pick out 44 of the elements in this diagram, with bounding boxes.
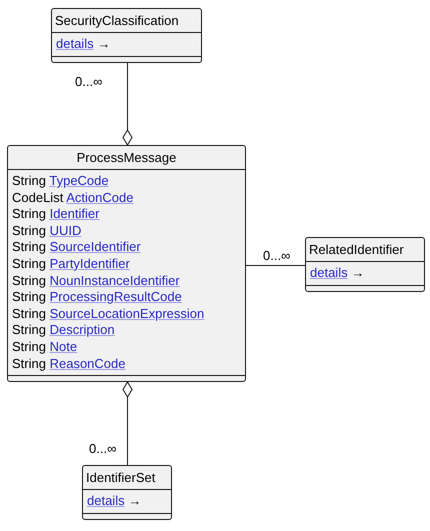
attribute-link: ActionCode bbox=[66, 190, 134, 205]
arrow-glyph: → bbox=[351, 265, 364, 280]
attribute-type: String bbox=[12, 322, 46, 338]
attribute-link: Identifier bbox=[50, 206, 100, 222]
attribute-type: String bbox=[12, 256, 46, 271]
multiplicity-label: 0...∞ bbox=[88, 441, 118, 456]
class-name: SecurityClassification bbox=[55, 13, 179, 28]
details-link: details bbox=[310, 265, 348, 280]
attribute-link: ReasonCode bbox=[50, 356, 126, 371]
attribute-link: UUID bbox=[50, 222, 82, 238]
aggregation-line bbox=[122, 62, 132, 146]
multiplicity-label: 0...∞ bbox=[262, 248, 292, 263]
attribute-type: String bbox=[12, 272, 46, 288]
attribute-link: ProcessingResultCode bbox=[50, 289, 182, 304]
arrow-glyph: → bbox=[128, 493, 142, 508]
aggregation-line bbox=[246, 265, 306, 266]
attribute-link: SourceIdentifier bbox=[50, 239, 141, 254]
attribute-type: String bbox=[12, 289, 46, 304]
aggregation-line bbox=[122, 382, 132, 466]
details-link: details bbox=[56, 36, 94, 51]
attribute-type: String bbox=[12, 356, 46, 371]
class-box bbox=[305, 237, 425, 292]
attribute-link: Note bbox=[50, 338, 78, 354]
class-box bbox=[7, 145, 246, 382]
attribute-link: TypeCode bbox=[49, 173, 109, 188]
attribute-type: String bbox=[12, 173, 46, 188]
class-box bbox=[51, 8, 202, 63]
attribute-type: String bbox=[12, 222, 46, 238]
attribute-type: String bbox=[12, 206, 46, 222]
class-box bbox=[82, 465, 172, 520]
attribute-link: Description bbox=[50, 322, 115, 338]
class-name: IdentifierSet bbox=[86, 470, 156, 485]
attribute-type: String bbox=[12, 338, 46, 354]
class-name: ProcessMessage bbox=[76, 150, 176, 165]
attribute-type: String bbox=[12, 239, 46, 254]
class-name: RelatedIdentifier bbox=[309, 242, 404, 257]
details-link: details bbox=[87, 493, 125, 508]
attribute-link: SourceLocationExpression bbox=[50, 306, 204, 321]
attribute-type: CodeList bbox=[12, 190, 64, 205]
multiplicity-label: 0...∞ bbox=[74, 74, 104, 89]
attribute-link: NounInstanceIdentifier bbox=[50, 272, 180, 288]
arrow-glyph: → bbox=[97, 36, 110, 51]
attribute-link: PartyIdentifier bbox=[50, 256, 130, 271]
attribute-type: String bbox=[12, 306, 46, 321]
